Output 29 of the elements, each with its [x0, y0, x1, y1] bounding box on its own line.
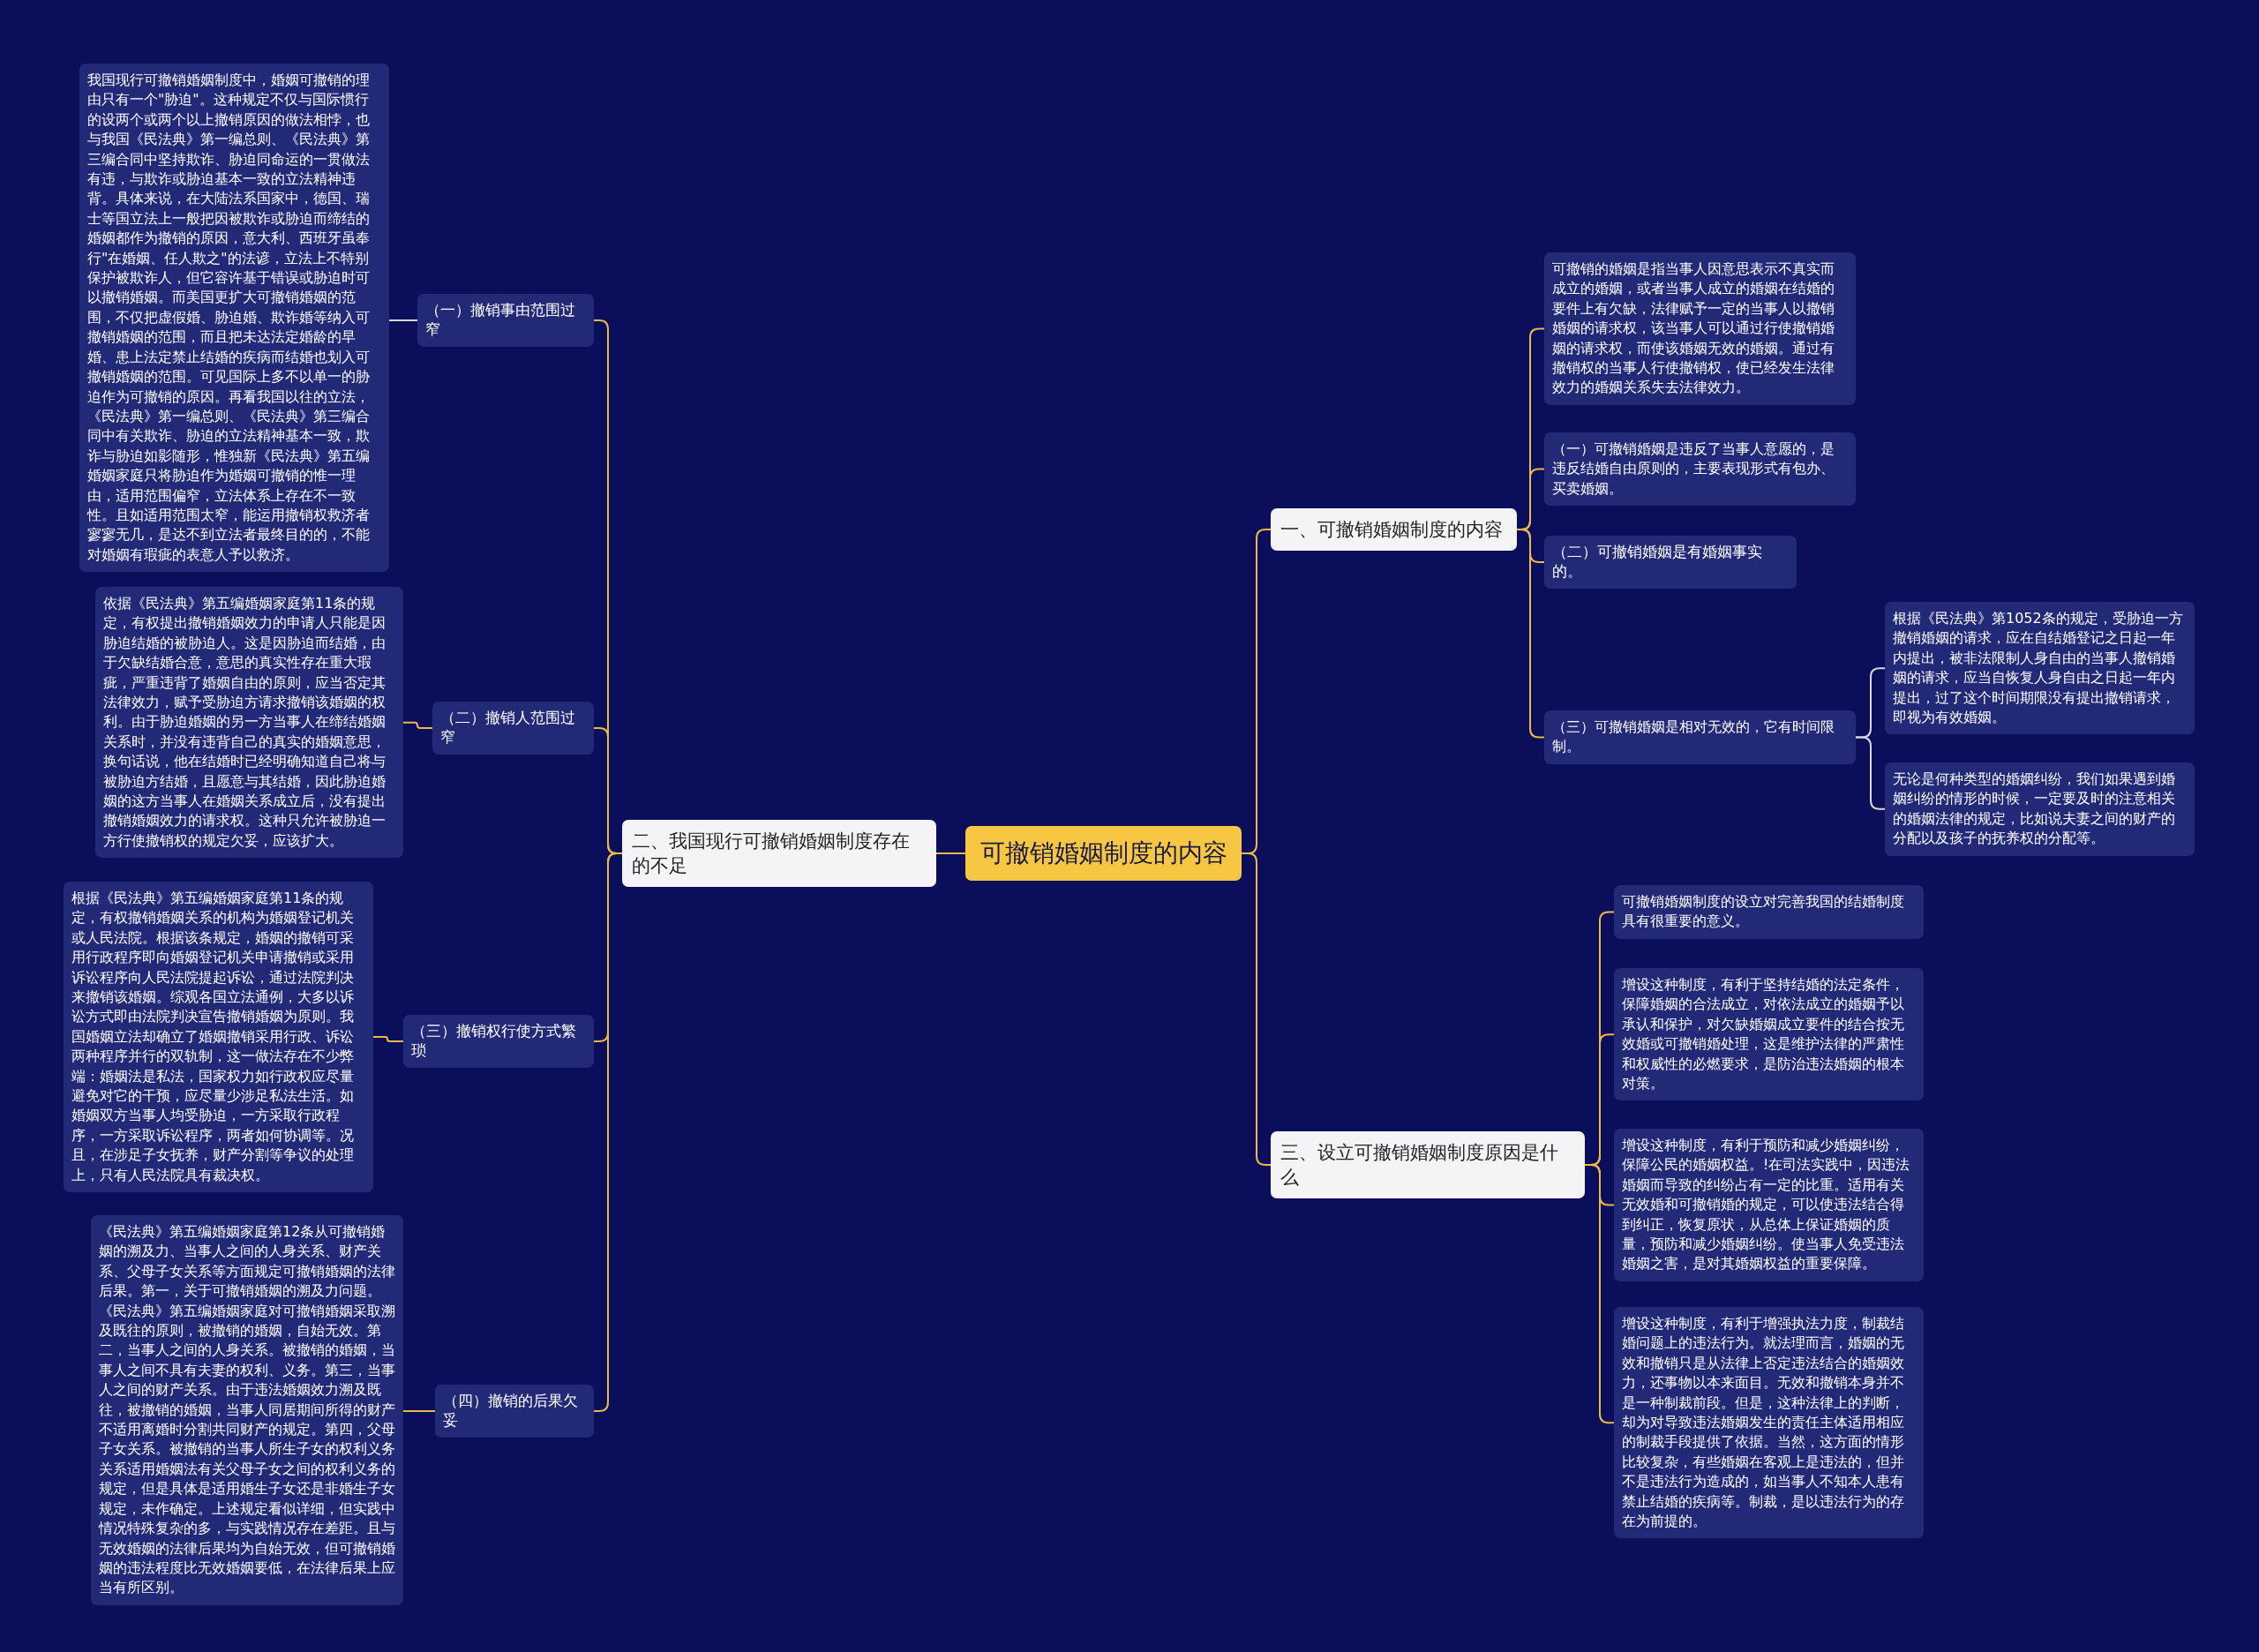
connector-line: [1241, 852, 1272, 1166]
note-box: （一）可撤销婚姻是违反了当事人意愿的，是违反结婚自由原则的，主要表现形式有包办、买卖婚姻。: [1544, 432, 1856, 507]
note-box: （三）可撤销婚姻是相对无效的，它有时间限制。: [1544, 710, 1856, 764]
connector-line: [388, 319, 418, 321]
subtopic-label: （二）可撤销婚姻是有婚姻事实的。: [1544, 536, 1797, 589]
subtopic-label: （一）撤销事由范围过窄: [417, 294, 594, 347]
note-box: 《民法典》第五编婚姻家庭第12条从可撤销婚姻的溯及力、当事人之间的人身关系、财产关系、父母子女关系等方面规定可撤销婚姻的法律后果。第一，关于可撤销婚姻的溯及力问题。《民法典》第五编婚姻家庭对可撤销婚姻采取溯及既往的原则，被撤销的婚姻，自始无效。第二，当事人之间的人身关系。被撤销的婚姻，当事人之间不具有夫妻的权利、义务。第三，当事人之间的财产关系。由于违法婚姻效力溯及既往，被撤销的婚姻，当事人同居期间所得的财产不适用离婚时分割共同财产的规定。第四，父母子女关系。被撤销的当事人所生子女的权利义务关系适用婚姻法有关父母子女之间的权利义务的规定，但是具体是适用婚生子女还是非婚生子女规定，未作确定。上述规定看似详细，但实践中情况特殊复杂的多，与实践情况存在差距。且与无效婚姻的法律后果均为自始无效，但可撤销婚姻的违法程度比无效婚姻要低，在法律后果上应当有所区别。: [91, 1215, 403, 1605]
note-box: 可撤销婚姻制度的设立对完善我国的结婚制度具有很重要的意义。: [1614, 885, 1924, 939]
subtopic-label: （二）撤销人范围过窄: [432, 702, 594, 755]
note-box: 可撤销的婚姻是指当事人因意思表示不真实而成立的婚姻，或者当事人成立的婚姻在结婚的要件上有欠缺，法律赋予一定的当事人以撤销婚姻的请求权，该当事人可以通过行使撤销婚姻的请求权，而使该婚姻无效的婚姻。通过有撤销权的当事人行使撤销权，使已经发生法律效力的婚姻关系失去法律效力。: [1544, 252, 1856, 405]
branch-topic: 三、设立可撤销婚姻制度原因是什么: [1271, 1131, 1585, 1198]
note-box: 根据《民法典》第1052条的规定，受胁迫一方撤销婚姻的请求，应在自结婚登记之日起一年内提出，被非法限制人身自由的当事人撤销婚姻的请求，应当自恢复人身自由之日起一年内提出，过了这个时间期限没有提出撤销请求，即视为有效婚姻。: [1885, 602, 2195, 735]
branch-topic: 一、可撤销婚姻制度的内容: [1271, 508, 1517, 551]
branch-topic: 二、我国现行可撤销婚姻制度存在的不足: [622, 820, 936, 887]
subtopic-label: （四）撤销的后果欠妥: [435, 1385, 594, 1438]
note-box: 增设这种制度，有利于坚持结婚的法定条件，保障婚姻的合法成立，对依法成立的婚姻予以承认和保护，对欠缺婚姻成立要件的结合按无效婚或可撤销婚处理，这是维护法律的严肃性和权威性的必燃要求，是防治违法婚姻的根本对策。: [1614, 968, 1924, 1101]
note-box: 增设这种制度，有利于预防和减少婚姻纠纷，保障公民的婚姻权益。!在司法实践中，因违法婚姻而导致的纠纷占有一定的比重。适用有关无效婚和可撤销婚的规定，可以使违法结合得到纠正，恢复原状，从总体上保证婚姻的质量，预防和减少婚姻纠纷。使当事人免受违法婚姻之害，是对其婚姻权益的重要保障。: [1614, 1129, 1924, 1281]
connector-line: [1584, 1164, 1615, 1424]
subtopic-label: （三）撤销权行使方式繁琐: [403, 1015, 594, 1068]
note-box: 根据《民法典》第五编婚姻家庭第11条的规定，有权撤销婚姻关系的机构为婚姻登记机关或人民法院。根据该条规定，婚姻的撤销可采用行政程序即向婚姻登记机关申请撤销或采用诉讼程序向人民法院提起诉讼，通过法院判决来撤销该婚姻。综观各国立法通例，大多以诉讼方式即由法院判决宣告撤销婚姻为原则。我国婚姻立法却确立了婚姻撤销采用行政、诉讼两种程序并行的双轨制，这一做法存在不少弊端：婚姻法是私法，国家权力如行政权应尽量避免对它的干预，应尽量少涉足私法生活。如婚姻双方当事人均受胁迫，一方采取行政程序，一方采取诉讼程序，两者如何协调等。况且，在涉足子女抚养，财产分割等争议的处理上，只有人民法院具有裁决权。: [64, 882, 373, 1193]
connector-line: [402, 721, 433, 729]
connector-line: [935, 852, 966, 854]
note-box: 依据《民法典》第五编婚姻家庭第11条的规定，有权提出撤销婚姻效力的申请人只能是因胁迫结婚的被胁迫人。这是因胁迫而结婚，由于欠缺结婚合意，意思的真实性存在重大瑕疵，严重违背了婚姻自由的原则，应当否定其法律效力，赋予受胁迫方请求撤销该婚姻的权利。由于胁迫婚姻的另一方当事人在缔结婚姻关系时，并没有违背自己的真实的婚姻意思，换句话说，他在结婚时已经明确知道自己将与被胁迫方结婚，且愿意与其结婚，因此胁迫婚姻的这方当事人在婚姻关系成立后，没有提出撤销婚姻效力的请求权。这种只允许被胁迫一方行使撤销权的规定欠妥，应该扩大。: [95, 587, 403, 859]
note-box: 增设这种制度，有利于增强执法力度，制裁结婚问题上的违法行为。就法理而言，婚姻的无效和撤销只是从法律上否定违法结合的婚姻效力，还事物以本来面目。无效和撤销本身并不是一种制裁前段。但是，这种法律上的判断，却为对导致违法婚姻发生的责任主体适用相应的制裁手段提供了依据。当然，这方面的情形比较复杂，有些婚姻在客观上是违法的，但并不是违法行为造成的，如当事人不知本人患有禁止结婚的疾病等。制裁，是以违法行为的存在为前提的。: [1614, 1307, 1924, 1539]
note-box: 我国现行可撤销婚姻制度中，婚姻可撤销的理由只有一个"胁迫"。这种规定不仅与国际惯行的设两个或两个以上撤销原因的做法相悖，也与我国《民法典》第一编总则、《民法典》第三编合同中坚持欺诈、胁迫同命运的一贯做法有违，与欺诈或胁迫基本一致的立法精神违背。具体来说，在大陆法系国家中，德国、瑞士等国立法上一般把因被欺诈或胁迫而缔结的婚姻都作为撤销的原因，意大利、西班牙虽奉行"在婚姻、任人欺之"的法谚，立法上不特别保护被欺诈人，但它容许基于错误或胁迫时可以撤销婚姻。而美国更扩大可撤销婚姻的范围，不仅把虚假婚、胁迫婚、欺诈婚等纳入可撤销婚姻的范围，而且把未达法定婚龄的早婚、患上法定禁止结婚的疾病而结婚也划入可撤销婚姻的范围。可见国际上多不以单一的胁迫作为可撤销的原因。再看我国以往的立法，《民法典》第一编总则、《民法典》第三编合同中有关欺诈、胁迫的立法精神基本一致，欺诈与胁迫如影随形，惟独新《民法典》第五编婚姻家庭只将胁迫作为婚姻可撤销的惟一理由，适用范围偏窄，立法体系上存在不一致性。且如适用范围太窄，能运用撤销权救济者寥寥无几，是达不到立法者最终目的的，不能对婚姻有瑕疵的表意人予以救济。: [79, 64, 389, 573]
connector-line: [372, 1036, 404, 1042]
central-topic: 可撤销婚姻制度的内容: [965, 826, 1242, 881]
note-box: 无论是何种类型的婚姻纠纷，我们如果遇到婚姻纠纷的情形的时候，一定要及时的注意相关的婚姻法律的规定，比如说夫妻之间的财产的分配以及孩子的抚养权的分配等。: [1885, 762, 2195, 856]
connector-line: [402, 1410, 436, 1412]
